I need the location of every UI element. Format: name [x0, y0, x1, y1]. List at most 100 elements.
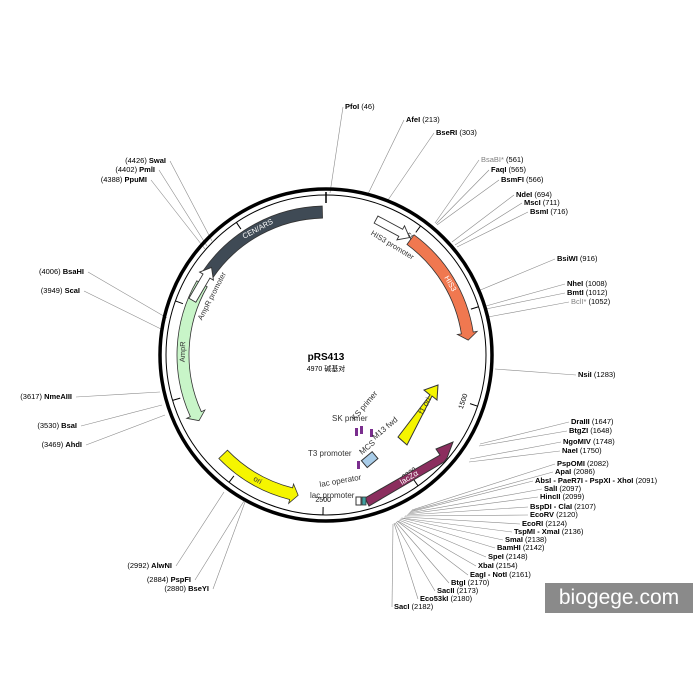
promoter-shape	[188, 266, 214, 303]
watermark: biogege.com	[545, 583, 693, 613]
site-leader-line	[406, 506, 529, 516]
feature-label: AmpR	[178, 341, 187, 363]
site-position: (2124)	[543, 519, 567, 528]
lac-promoter-mark	[361, 496, 367, 506]
site-enzyme: BsmFI	[501, 175, 524, 184]
lacz-arrow	[364, 441, 454, 507]
site-leader-line	[454, 202, 523, 246]
restriction-site-label: XbaI (2154)	[478, 561, 518, 570]
restriction-site-label: (3617) NmeAIII	[20, 392, 72, 401]
site-leader-line	[169, 160, 213, 242]
site-position: (1750)	[578, 446, 602, 455]
site-leader-line	[411, 463, 556, 511]
plasmid-size: 4970 碱基对	[307, 364, 346, 373]
restriction-site-label: NdeI (694)	[516, 190, 552, 199]
site-position: (3617)	[20, 392, 44, 401]
site-leader-line	[175, 491, 225, 567]
restriction-site-label: BamHI (2142)	[497, 543, 545, 552]
plasmid-name: pRS413	[308, 352, 345, 363]
restriction-site-label: BsmFI (566)	[501, 175, 544, 184]
site-leader-line	[80, 404, 163, 427]
site-leader-line	[403, 516, 521, 525]
site-position: (3530)	[37, 421, 61, 430]
site-position: (4006)	[39, 267, 63, 276]
site-position: (1052)	[586, 297, 610, 306]
site-position: (3949)	[41, 286, 65, 295]
site-enzyme: SacI	[394, 602, 409, 611]
restriction-site-label: SmaI (2138)	[505, 535, 547, 544]
tick-mark	[415, 225, 421, 233]
mcs-box	[360, 450, 379, 469]
restriction-site-labels: PfoI (46)AfeI (213)BseRI (303)BsaBI* (56…	[20, 102, 657, 611]
site-position: (2142)	[521, 543, 545, 552]
site-position: (2148)	[504, 552, 528, 561]
feature-arc	[218, 449, 299, 505]
site-position: (1647)	[590, 417, 614, 426]
site-enzyme: BsmI	[530, 207, 548, 216]
site-enzyme: NsiI	[578, 370, 592, 379]
site-leader-line	[494, 368, 577, 376]
site-enzyme: PmlI	[139, 165, 155, 174]
site-enzyme: BspDI - ClaI	[530, 502, 572, 511]
tick-mark	[413, 479, 419, 487]
site-enzyme: AbsI - PaeR7I - PspXI - XhoI	[535, 476, 633, 485]
site-enzyme: TspMI - XmaI	[514, 527, 560, 536]
tick-label: 2500	[315, 497, 331, 504]
site-enzyme: SwaI	[149, 156, 166, 165]
tick-label: 1500	[458, 393, 470, 410]
site-leader-line	[487, 301, 570, 318]
plasmid-backbone	[158, 187, 494, 523]
restriction-site-label: BspDI - ClaI (2107)	[530, 502, 596, 511]
restriction-site-label: EcoRI (2124)	[522, 519, 568, 528]
restriction-site-label: FaqI (565)	[491, 165, 527, 174]
restriction-site-label: NgoMIV (1748)	[563, 437, 615, 446]
site-position: (2180)	[448, 594, 472, 603]
feature-arc	[202, 205, 323, 278]
restriction-site-label: BtgI (2170)	[451, 578, 490, 587]
site-leader-line	[387, 132, 435, 201]
site-position: (1648)	[588, 426, 612, 435]
promoter-arrow	[373, 215, 411, 241]
restriction-site-label: EcoRV (2120)	[530, 510, 578, 519]
site-enzyme: NaeI	[562, 446, 578, 455]
site-position: (2091)	[633, 476, 657, 485]
sk-primer-label: SK primer	[332, 414, 368, 423]
site-leader-line	[393, 522, 419, 600]
site-enzyme: PfoI	[345, 102, 359, 111]
restriction-site-label: BseRI (303)	[436, 128, 477, 137]
site-position: (2097)	[557, 484, 581, 493]
restriction-site-label: ApaI (2086)	[555, 467, 596, 476]
site-enzyme: SpeI	[488, 552, 504, 561]
site-leader-lines	[75, 106, 577, 608]
site-position: (303)	[457, 128, 477, 137]
site-leader-line	[409, 480, 534, 513]
site-enzyme: NgoMIV	[563, 437, 591, 446]
site-enzyme: BsaHI	[63, 267, 84, 276]
site-enzyme: BtgI	[451, 578, 466, 587]
site-leader-line	[436, 179, 500, 226]
site-enzyme: BamHI	[497, 543, 521, 552]
site-position: (3469)	[42, 440, 66, 449]
site-leader-line	[469, 441, 562, 460]
site-leader-line	[399, 518, 496, 549]
site-leader-line	[477, 258, 556, 292]
site-enzyme: BsaI	[61, 421, 77, 430]
site-enzyme: PspOMI	[557, 459, 585, 468]
feature-label: ori	[252, 474, 264, 486]
site-enzyme: XbaI	[478, 561, 494, 570]
sk-primer-mark	[355, 428, 358, 436]
restriction-site-label: BsmI (716)	[530, 207, 568, 216]
site-leader-line	[158, 169, 208, 247]
site-leader-line	[451, 194, 515, 243]
restriction-site-label: (4426) SwaI	[125, 156, 166, 165]
site-enzyme: NheI	[567, 279, 583, 288]
tick-mark	[236, 222, 242, 230]
site-position: (2992)	[127, 561, 151, 570]
site-position: (1748)	[591, 437, 615, 446]
restriction-site-label: SalI (2097)	[544, 484, 582, 493]
site-leader-line	[435, 169, 490, 225]
site-leader-line	[394, 522, 436, 592]
f1-ori-arrow	[397, 384, 439, 446]
